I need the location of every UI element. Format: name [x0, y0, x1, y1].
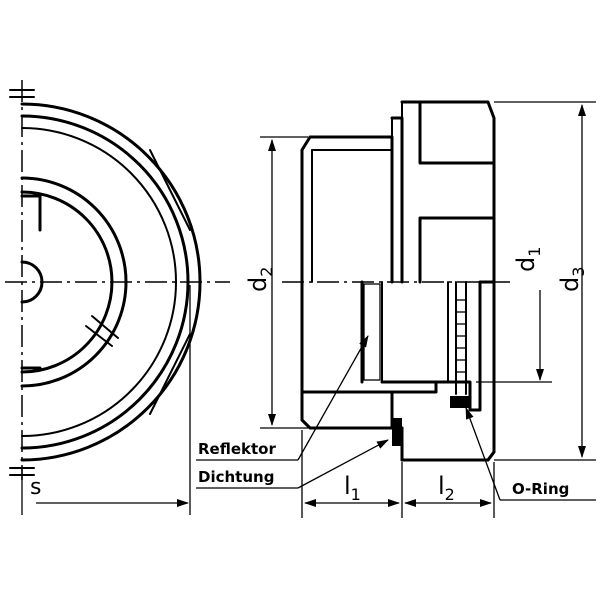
callouts: Reflektor Dichtung O-Ring [196, 335, 596, 501]
dimension-d1-label: d1 [512, 247, 544, 272]
dimension-l1-l2: l1 l2 [301, 430, 495, 518]
dimension-s: s [21, 285, 191, 515]
dichtung-label: Dichtung [198, 468, 274, 486]
dimension-d2: d2 [244, 136, 308, 429]
front-view [5, 80, 230, 480]
o-ring-label: O-Ring [512, 480, 569, 498]
reflektor-label: Reflektor [198, 440, 276, 458]
dimension-s-label: s [30, 475, 41, 500]
dimension-l2-label: l2 [438, 472, 455, 504]
dimension-l1-label: l1 [344, 472, 361, 504]
dimension-d1: d1 [476, 247, 552, 383]
dimension-d3: d3 [494, 101, 596, 461]
dimension-d3-label: d3 [556, 267, 588, 292]
side-view [282, 100, 510, 462]
dimension-d2-label: d2 [244, 267, 276, 292]
